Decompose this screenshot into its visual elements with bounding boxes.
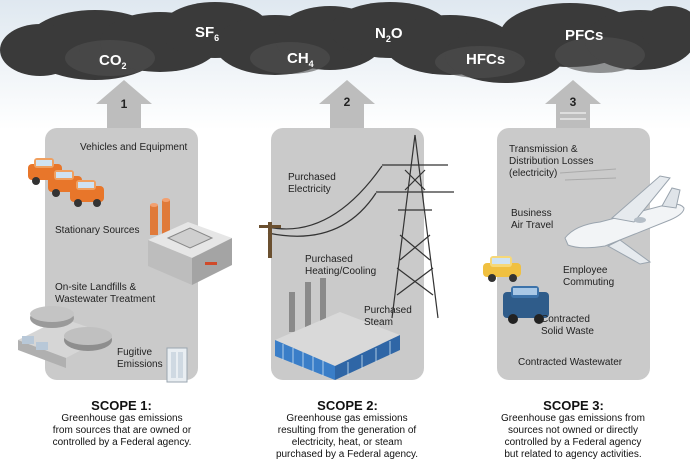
label-employee-commuting: Employee Commuting (563, 265, 615, 288)
transmission-tower-icon (267, 134, 454, 319)
airplane-icon (564, 175, 685, 265)
waste-truck-icon (503, 286, 549, 324)
stationary-building-icon (148, 198, 232, 285)
label-contracted-wastewater: Contracted Wastewater (518, 357, 623, 368)
landfill-treatment-icon (18, 306, 112, 368)
label-vehicles-equipment: Vehicles and Equipment (80, 142, 188, 153)
scope-arrows (96, 80, 601, 128)
label-fugitive-emissions: Fugitive Emissions (117, 347, 163, 370)
scope1-description: Greenhouse gas emissions from sources th… (52, 413, 192, 448)
gas-label-hfcs: HFCs (466, 51, 506, 68)
scope2-title: SCOPE 2: (317, 398, 378, 413)
gas-label-co2: CO2 (99, 52, 127, 71)
label-purchased-electricity: Purchased Electricity (288, 172, 336, 195)
fugitive-emissions-icon (166, 347, 188, 383)
scope3-title: SCOPE 3: (543, 398, 604, 413)
power-plant-icon (275, 278, 400, 380)
scope3-arrow-number: 3 (569, 95, 577, 109)
label-contracted-solid-waste: Contracted Solid Waste (541, 314, 594, 337)
cars-icon (28, 158, 104, 207)
commuter-car-icon (483, 256, 521, 282)
label-purchased-heating-cooling: Purchased Heating/Cooling (305, 254, 377, 277)
gas-label-pfcs: PFCs (565, 27, 604, 44)
scope1-arrow-number: 1 (120, 97, 128, 111)
gas-label-ch4: CH4 (287, 50, 314, 69)
scope1-title: SCOPE 1: (91, 398, 152, 413)
scope3-description: Greenhouse gas emissions from sources no… (501, 413, 645, 460)
gas-label-sf6: SF6 (195, 24, 220, 43)
label-stationary-sources: Stationary Sources (55, 225, 140, 236)
scope2-arrow-number: 2 (343, 95, 351, 109)
label-onsite-landfills: On-site Landfills & Wastewater Treatment (55, 282, 156, 305)
label-business-air-travel: Business Air Travel (511, 208, 554, 231)
label-purchased-steam: Purchased Steam (364, 305, 412, 328)
distribution-lines-icon (559, 168, 617, 181)
scope2-description: Greenhouse gas emissions resulting from … (275, 413, 419, 460)
utility-pole-icon (259, 222, 281, 258)
label-transmission-distribution-losses: Transmission & Distribution Losses (elec… (509, 144, 594, 179)
gas-label-n2o: N2O (375, 25, 403, 44)
